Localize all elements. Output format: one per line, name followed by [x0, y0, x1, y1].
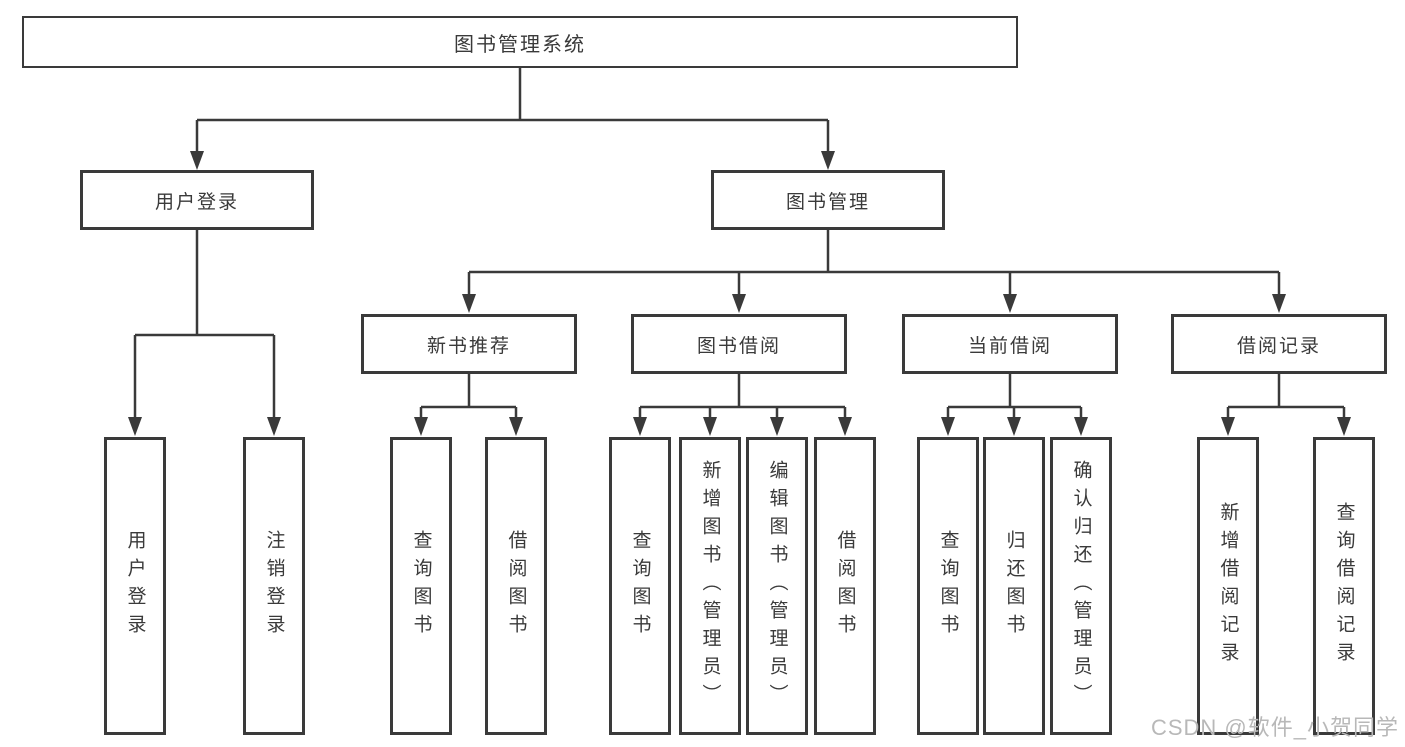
node-label: 编辑图书（管理员）	[766, 460, 788, 712]
node-label: 查询图书	[937, 530, 959, 642]
node-label: 新增借阅记录	[1217, 502, 1239, 670]
node-label: 确认归还（管理员）	[1070, 460, 1092, 712]
leaf-confirm-return-admin: 确认归还（管理员）	[1050, 437, 1112, 735]
node-label: 借阅图书	[834, 530, 856, 642]
node-label: 注销登录	[263, 530, 285, 642]
node-book-management: 图书管理	[711, 170, 945, 230]
node-borrowing-records: 借阅记录	[1171, 314, 1387, 374]
leaf-edit-books-admin: 编辑图书（管理员）	[746, 437, 808, 735]
leaf-query-borrow-record: 查询借阅记录	[1313, 437, 1375, 735]
leaf-logout: 注销登录	[243, 437, 305, 735]
node-label: 图书管理	[785, 191, 870, 213]
leaf-add-borrow-record: 新增借阅记录	[1197, 437, 1259, 735]
node-label: 新增图书（管理员）	[699, 460, 721, 712]
leaf-return-books: 归还图书	[983, 437, 1045, 735]
leaf-add-books-admin: 新增图书（管理员）	[679, 437, 741, 735]
leaf-borrow-books: 借阅图书	[814, 437, 876, 735]
node-label: 查询图书	[410, 530, 432, 642]
node-new-book-recommendation: 新书推荐	[361, 314, 577, 374]
node-library-management-system: 图书管理系统	[22, 16, 1018, 68]
node-label: 用户登录	[124, 530, 146, 642]
leaf-borrow-books-recommend: 借阅图书	[485, 437, 547, 735]
node-label: 图书借阅	[696, 335, 781, 357]
leaf-query-books-recommend: 查询图书	[390, 437, 452, 735]
node-label: 查询图书	[629, 530, 651, 642]
node-label: 当前借阅	[967, 335, 1052, 357]
leaf-user-login: 用户登录	[104, 437, 166, 735]
leaf-query-books-borrowing: 查询图书	[609, 437, 671, 735]
node-label: 借阅图书	[505, 530, 527, 642]
node-book-borrowing: 图书借阅	[631, 314, 847, 374]
node-label: 查询借阅记录	[1333, 502, 1355, 670]
node-label: 图书管理系统	[454, 33, 586, 56]
node-label: 新书推荐	[426, 335, 511, 357]
node-label: 用户登录	[154, 191, 239, 213]
node-user-login: 用户登录	[80, 170, 314, 230]
csdn-watermark: CSDN @软件_小贺同学	[1150, 715, 1399, 740]
node-label: 归还图书	[1003, 530, 1025, 642]
node-current-borrowing: 当前借阅	[902, 314, 1118, 374]
node-label: 借阅记录	[1236, 335, 1321, 357]
leaf-query-books-current: 查询图书	[917, 437, 979, 735]
